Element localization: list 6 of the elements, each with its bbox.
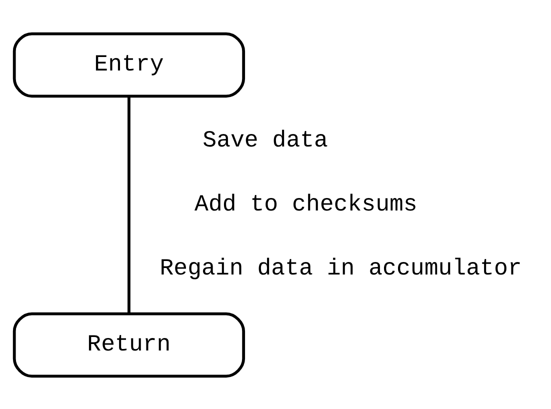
node-box: Return xyxy=(12,312,246,378)
node-box: Entry xyxy=(12,32,246,98)
label: Regain data in accumulator xyxy=(160,254,522,281)
label: Add to checksums xyxy=(194,191,418,218)
connector xyxy=(128,96,130,313)
label: Save data xyxy=(202,127,328,154)
